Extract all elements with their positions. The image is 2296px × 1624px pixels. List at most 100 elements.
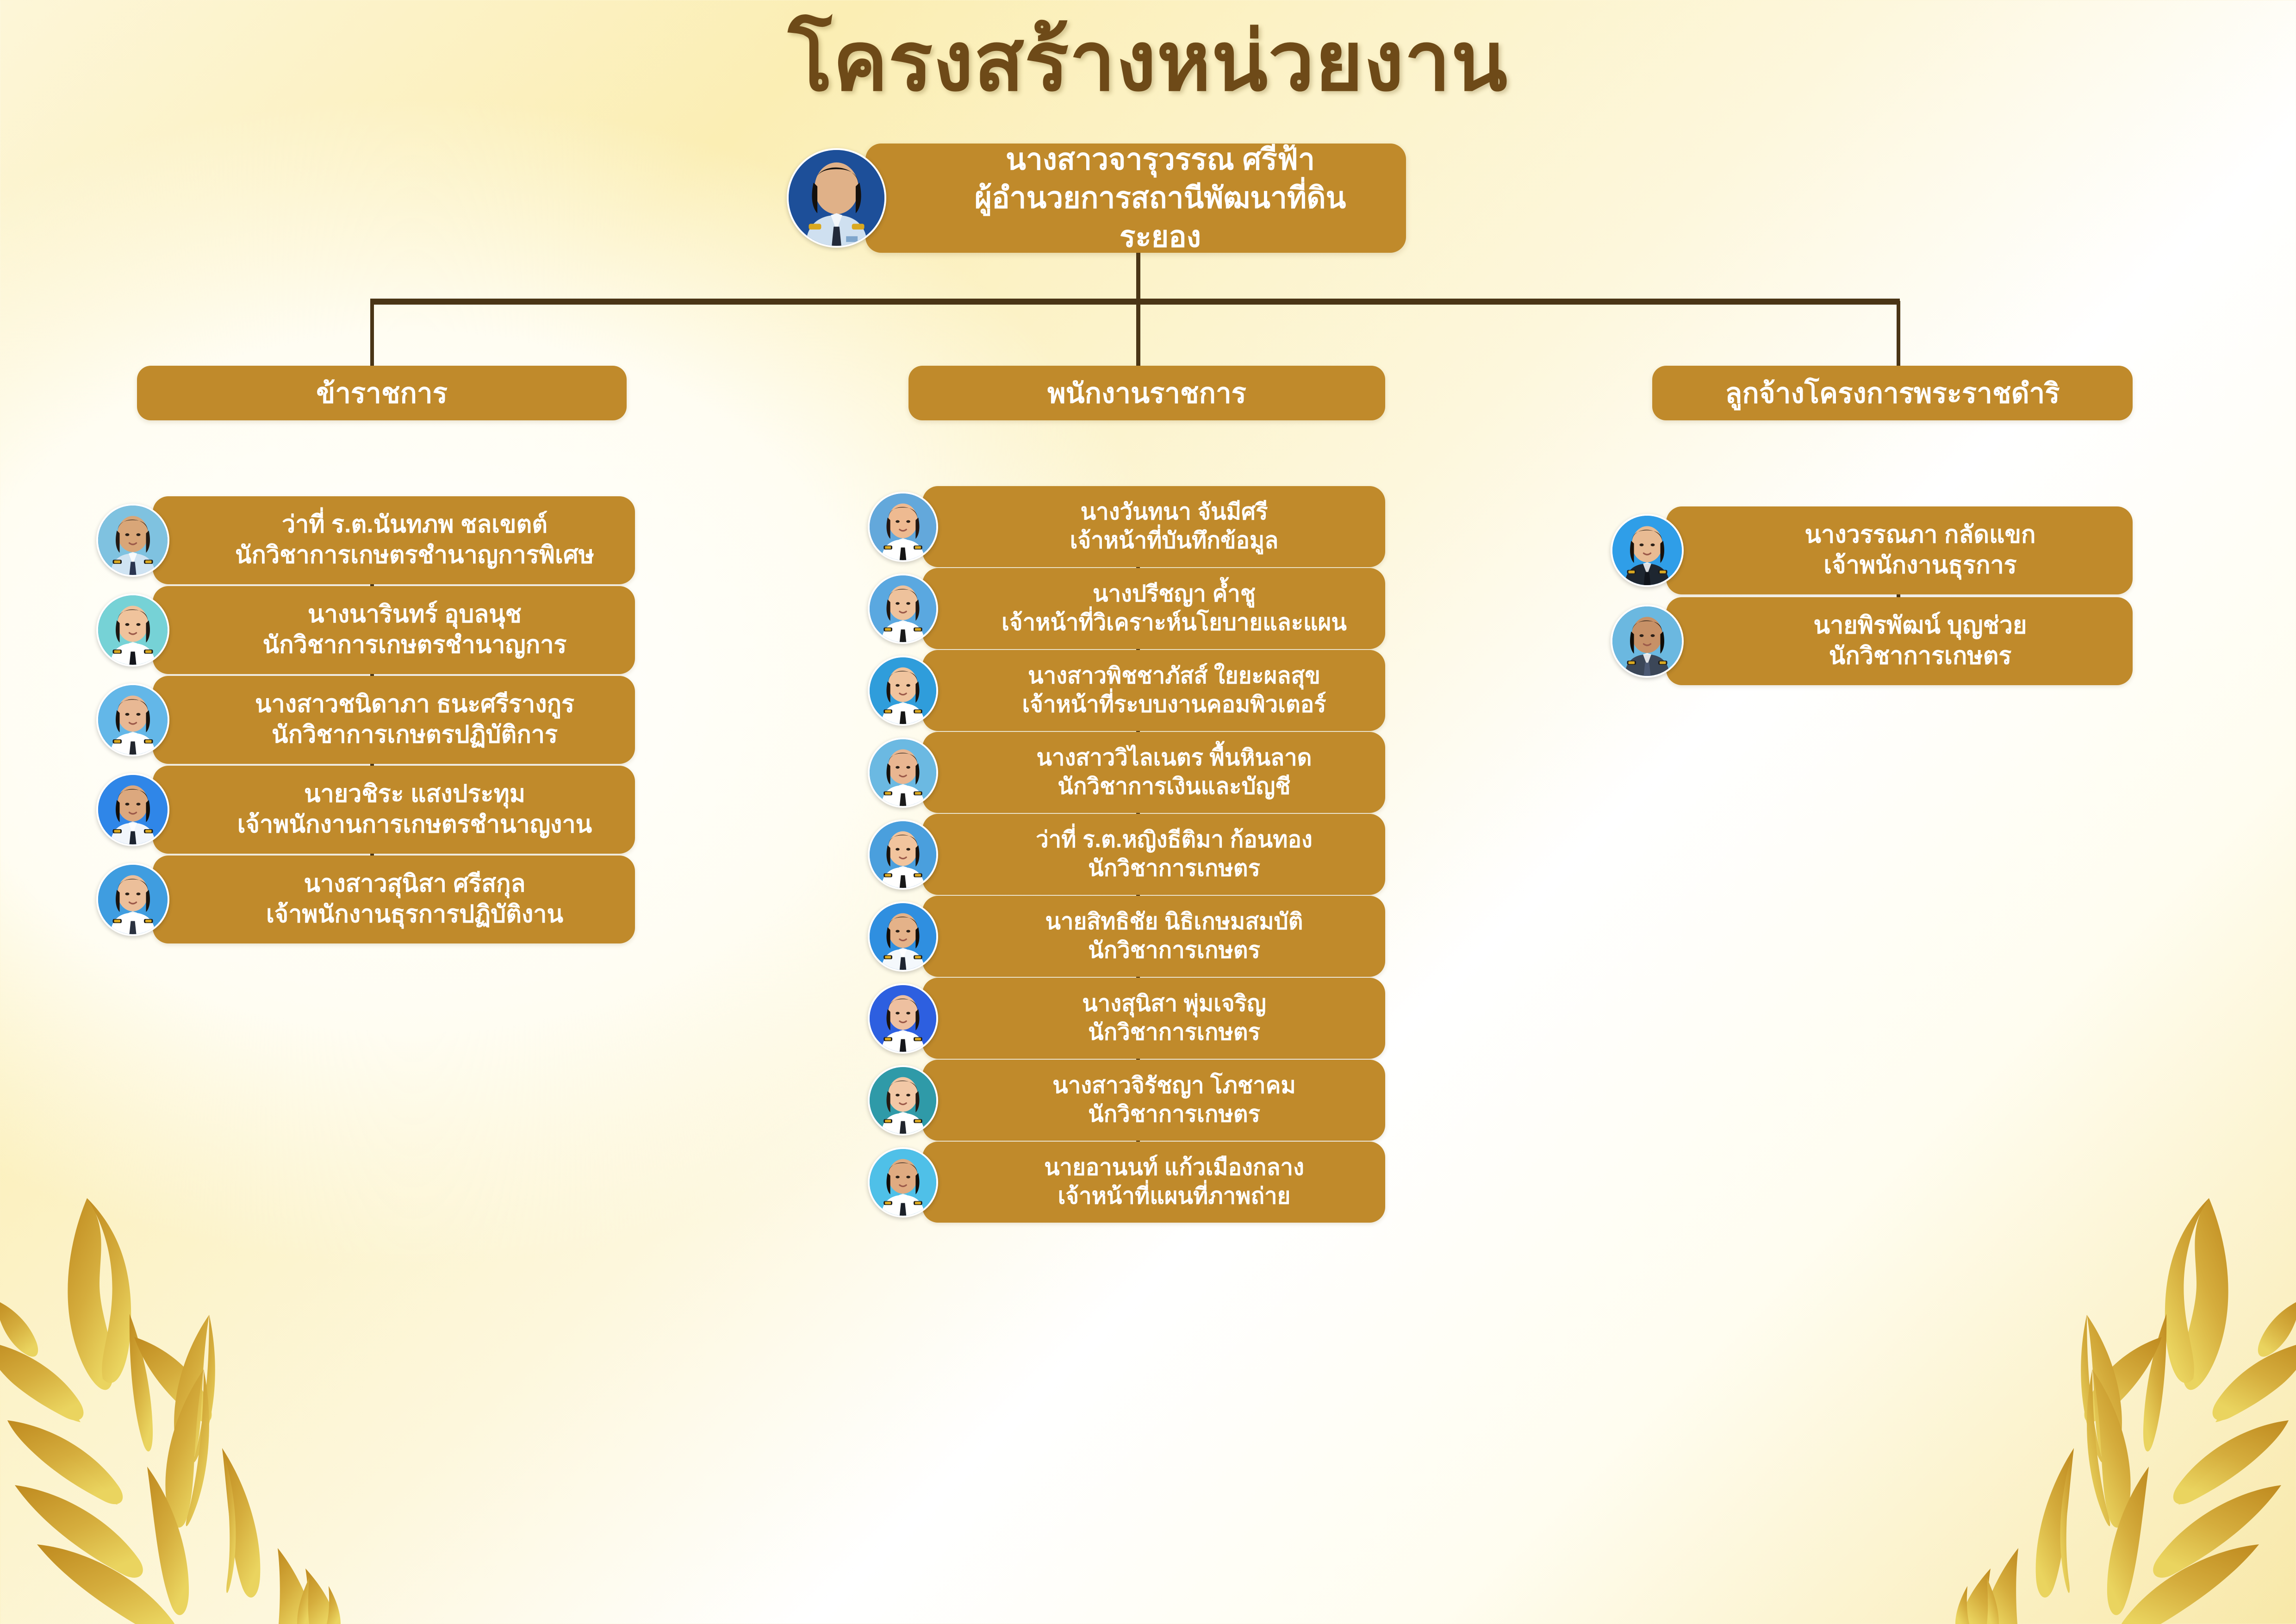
connector-column-spine [370, 853, 374, 856]
connector-column-spine [370, 583, 374, 587]
person-text: ว่าที่ ร.ต.หญิงธีติมา ก้อนทองนักวิชาการเ… [922, 826, 1385, 883]
person-card[interactable]: นางสุนิสา พุ่มเจริญนักวิชาการเกษตร [868, 978, 1385, 1059]
person-card[interactable]: นายวชิระ แสงประทุมเจ้าพนักงานการเกษตรชำน… [96, 766, 635, 854]
person-name: นางวรรณภา กลัดแขก [1804, 521, 2036, 549]
person-card[interactable]: นายอานนท์ แก้วเมืองกลางเจ้าหน้าที่แผนที่… [868, 1142, 1385, 1223]
connector-horizontal-bus [370, 299, 1900, 305]
avatar [1611, 605, 1684, 678]
root-role: ผู้อำนวยการสถานีพัฒนาที่ดินระยอง [974, 181, 1346, 253]
person-card[interactable]: ว่าที่ ร.ต.หญิงธีติมา ก้อนทองนักวิชาการเ… [868, 814, 1385, 895]
category-header-civil-servants[interactable]: ข้าราชการ [137, 366, 627, 420]
connector-drop-column-2 [1136, 301, 1140, 366]
person-text: นางวรรณภา กลัดแขกเจ้าพนักงานธุรการ [1666, 520, 2133, 581]
avatar [96, 593, 169, 667]
person-card[interactable]: นางสาวสุนิสา ศรีสกุลเจ้าพนักงานธุรการปฏิ… [96, 856, 635, 943]
person-role: เจ้าหน้าที่บันทึกข้อมูล [1070, 528, 1279, 553]
person-name: นางวันทนา จันมีศรี [1080, 499, 1268, 525]
avatar [868, 737, 938, 808]
avatar [868, 1147, 938, 1218]
person-role: นักวิชาการเกษตร [1829, 643, 2012, 669]
avatar [868, 656, 938, 726]
person-name: ว่าที่ ร.ต.หญิงธีติมา ก้อนทอง [1036, 827, 1313, 852]
connector-column-spine [1136, 894, 1140, 897]
connector-column-spine [1136, 566, 1140, 569]
person-role: เจ้าพนักงานธุรการ [1823, 552, 2017, 579]
person-card[interactable]: นายพิรพัฒน์ บุญช่วยนักวิชาการเกษตร [1611, 597, 2133, 685]
person-role: นักวิชาการเกษตร [1088, 1101, 1260, 1127]
person-card[interactable]: นางสาววิไลเนตร พื้นหินลาดนักวิชาการเงินแ… [868, 732, 1385, 813]
avatar [96, 504, 169, 577]
connector-drop-column-1 [370, 301, 374, 366]
person-role: นักวิชาการเกษตรชำนาญการพิเศษ [235, 542, 595, 568]
connector-column-spine [370, 673, 374, 677]
person-text: นางสาวพิชชาภัสส์ ใยยะผลสุขเจ้าหน้าที่ระบ… [922, 662, 1385, 719]
avatar [1611, 514, 1684, 587]
person-name: ว่าที่ ร.ต.นันทภพ ชลเขตต์ [281, 511, 548, 538]
person-card[interactable]: นางสาวจิรัชญา โภชาคมนักวิชาการเกษตร [868, 1060, 1385, 1141]
person-card[interactable]: ว่าที่ ร.ต.นันทภพ ชลเขตต์นักวิชาการเกษตร… [96, 496, 635, 584]
person-role: นักวิชาการเกษตร [1088, 856, 1260, 881]
connector-column-spine [1897, 593, 1900, 598]
avatar [868, 983, 938, 1054]
person-role: เจ้าพนักงานการเกษตรชำนาญงาน [237, 811, 592, 838]
person-card[interactable]: นางวันทนา จันมีศรีเจ้าหน้าที่บันทึกข้อมู… [868, 486, 1385, 567]
connector-column-spine [1136, 1140, 1140, 1143]
person-role: นักวิชาการเกษตรปฏิบัติการ [272, 721, 558, 748]
person-text: นางนารินทร์ อุบลนุชนักวิชาการเกษตรชำนาญก… [153, 600, 635, 660]
avatar [868, 901, 938, 972]
person-text: นางสุนิสา พุ่มเจริญนักวิชาการเกษตร [922, 990, 1385, 1047]
person-role: นักวิชาการเกษตรชำนาญการ [262, 631, 567, 658]
person-role: เจ้าหน้าที่วิเคราะห์นโยบายและแผน [1002, 610, 1347, 635]
person-text: นายสิทธิชัย นิธิเกษมสมบัตินักวิชาการเกษต… [922, 908, 1385, 965]
person-text: นางวันทนา จันมีศรีเจ้าหน้าที่บันทึกข้อมู… [922, 498, 1385, 555]
person-name: นายสิทธิชัย นิธิเกษมสมบัติ [1045, 909, 1303, 934]
person-name: นายพิรพัฒน์ บุญช่วย [1813, 612, 2027, 639]
avatar [96, 863, 169, 936]
connector-column-spine [1136, 730, 1140, 733]
person-text: นายวชิระ แสงประทุมเจ้าพนักงานการเกษตรชำน… [153, 779, 635, 840]
connector-column-spine [1136, 976, 1140, 979]
avatar [96, 683, 169, 756]
person-name: นางนารินทร์ อุบลนุช [308, 601, 522, 628]
root-node[interactable]: นางสาวจารุวรรณ ศรีฟ้า ผู้อำนวยการสถานีพั… [865, 143, 1406, 253]
person-name: นางสุนิสา พุ่มเจริญ [1082, 991, 1266, 1016]
person-role: เจ้าพนักงานธุรการปฏิบัติงาน [266, 901, 563, 928]
person-role: นักวิชาการเกษตร [1088, 937, 1260, 963]
avatar [96, 773, 169, 846]
person-card[interactable]: นางสาวชนิดาภา ธนะศรีรางกูรนักวิชาการเกษต… [96, 676, 635, 764]
root-name: นางสาวจารุวรรณ ศรีฟ้า [1006, 143, 1315, 176]
category-header-royal-project-employees[interactable]: ลูกจ้างโครงการพระราชดำริ [1652, 366, 2133, 420]
leaf-ornament-left [0, 1198, 341, 1624]
connector-column-spine [1136, 648, 1140, 651]
connector-column-spine [370, 763, 374, 767]
leaf-ornament-right [1955, 1198, 2296, 1624]
person-name: นางสาววิไลเนตร พื้นหินลาด [1036, 745, 1312, 770]
person-card[interactable]: นายสิทธิชัย นิธิเกษมสมบัตินักวิชาการเกษต… [868, 896, 1385, 977]
person-card[interactable]: นางสาวพิชชาภัสส์ ใยยะผลสุขเจ้าหน้าที่ระบ… [868, 650, 1385, 731]
avatar [868, 492, 938, 562]
person-name: นางสาวพิชชาภัสส์ ใยยะผลสุข [1028, 663, 1320, 688]
connector-column-spine [1136, 1058, 1140, 1061]
person-name: นางปรีชญา ค้ำชู [1092, 581, 1256, 606]
person-card[interactable]: นางวรรณภา กลัดแขกเจ้าพนักงานธุรการ [1611, 506, 2133, 594]
avatar [787, 148, 886, 248]
person-text: นางปรีชญา ค้ำชูเจ้าหน้าที่วิเคราะห์นโยบา… [922, 580, 1385, 637]
person-text: นายอานนท์ แก้วเมืองกลางเจ้าหน้าที่แผนที่… [922, 1154, 1385, 1211]
person-text: ว่าที่ ร.ต.นันทภพ ชลเขตต์นักวิชาการเกษตร… [153, 510, 635, 570]
connector-root-vertical [1136, 252, 1140, 301]
person-card[interactable]: นางปรีชญา ค้ำชูเจ้าหน้าที่วิเคราะห์นโยบา… [868, 568, 1385, 649]
person-name: นายวชิระ แสงประทุม [304, 781, 526, 808]
connector-drop-column-3 [1897, 301, 1900, 366]
person-name: นางสาวสุนิสา ศรีสกุล [304, 870, 526, 898]
page-title: โครงสร้างหน่วยงาน [788, 15, 1508, 107]
person-name: นายอานนท์ แก้วเมืองกลาง [1044, 1155, 1304, 1180]
person-text: นางสาวจิรัชญา โภชาคมนักวิชาการเกษตร [922, 1072, 1385, 1129]
person-name: นางสาวจิรัชญา โภชาคม [1052, 1073, 1296, 1098]
person-card[interactable]: นางนารินทร์ อุบลนุชนักวิชาการเกษตรชำนาญก… [96, 586, 635, 674]
person-role: นักวิชาการเงินและบัญชี [1058, 774, 1291, 799]
connector-column-spine [1136, 812, 1140, 815]
category-header-government-employees[interactable]: พนักงานราชการ [908, 366, 1385, 420]
person-text: นายพิรพัฒน์ บุญช่วยนักวิชาการเกษตร [1666, 611, 2133, 671]
avatar [868, 1065, 938, 1136]
person-text: นางสาววิไลเนตร พื้นหินลาดนักวิชาการเงินแ… [922, 744, 1385, 801]
